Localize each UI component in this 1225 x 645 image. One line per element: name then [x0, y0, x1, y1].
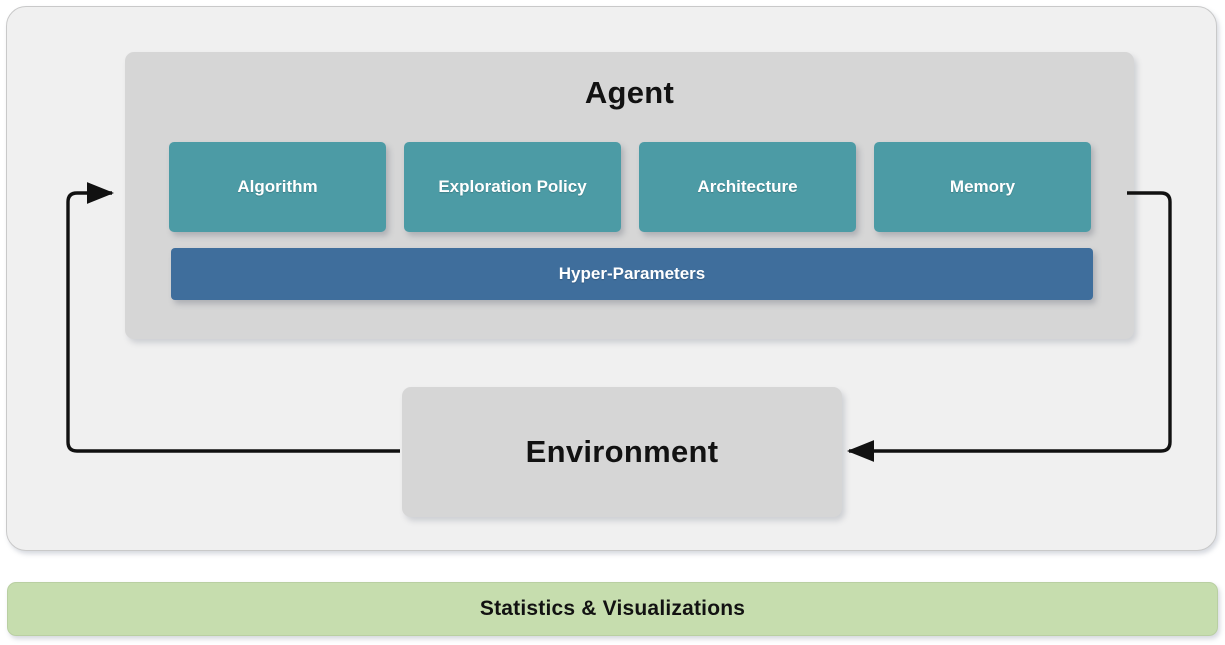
agent-title: Agent	[584, 75, 675, 110]
agent-component-memory[interactable]: Memory	[874, 142, 1091, 232]
rl-system-panel: Agent Algorithm Exploration Policy Archi…	[6, 6, 1217, 551]
agent-components-row: Algorithm Exploration Policy Architectur…	[169, 142, 1091, 232]
environment-container: Environment	[402, 387, 842, 517]
statistics-visualizations-bar[interactable]: Statistics & Visualizations	[7, 582, 1218, 636]
agent-component-architecture[interactable]: Architecture	[639, 142, 856, 232]
hyper-parameters-bar[interactable]: Hyper-Parameters	[171, 248, 1093, 300]
agent-component-exploration-policy[interactable]: Exploration Policy	[404, 142, 621, 232]
agent-container: Agent Algorithm Exploration Policy Archi…	[125, 52, 1134, 339]
agent-component-algorithm[interactable]: Algorithm	[169, 142, 386, 232]
